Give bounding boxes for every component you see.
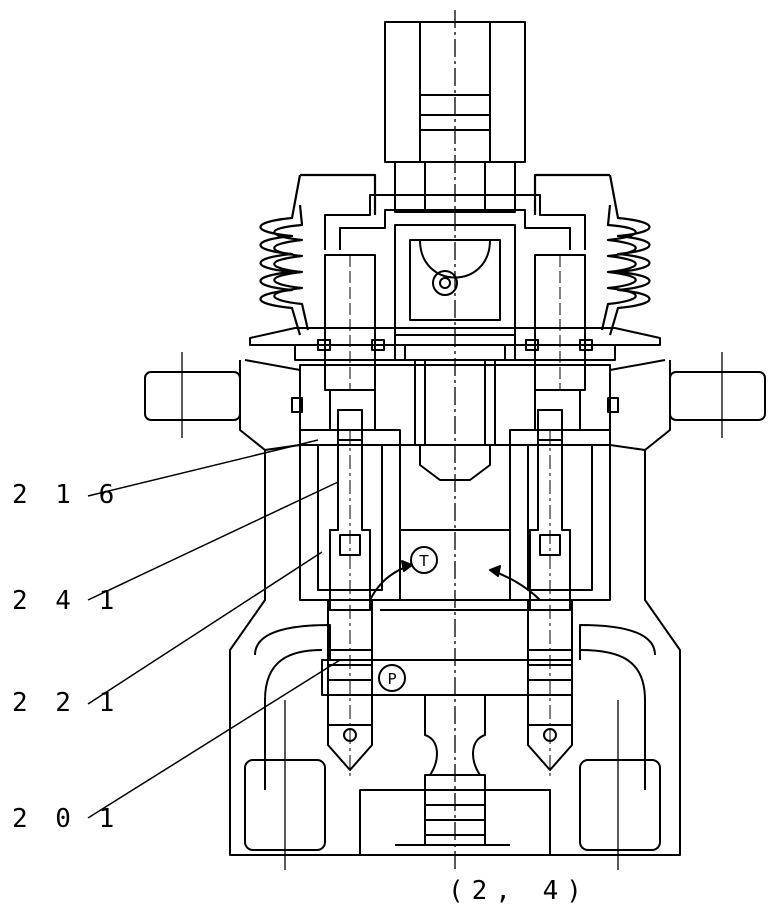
bellows-left: [259, 173, 377, 336]
port-tank: T: [410, 546, 438, 574]
left-spool-assembly: [299, 409, 401, 780]
bottom-ports: [244, 700, 661, 870]
side-flanges: [144, 352, 766, 438]
callout-216: 2 1 6: [12, 480, 121, 510]
plate: [249, 327, 661, 361]
flow-arrows: [369, 560, 541, 601]
right-spool-assembly: [509, 409, 611, 780]
top-shaft: [384, 21, 526, 213]
view-label: (2, 4): [448, 876, 590, 906]
port-pressure: P: [378, 664, 406, 692]
port-tank-label: T: [418, 552, 429, 570]
port-pressure-label: P: [387, 670, 396, 688]
leader-lines: [87, 439, 341, 819]
inner-cover: [324, 194, 586, 250]
central-chamber: [380, 529, 530, 611]
callout-201: 2 0 1: [12, 804, 121, 834]
lower-body: [229, 450, 681, 856]
callout-241: 2 4 1: [12, 586, 121, 616]
pusher-rods: [317, 254, 593, 391]
callout-221: 2 2 1: [12, 688, 121, 718]
bellows-right: [533, 173, 651, 336]
